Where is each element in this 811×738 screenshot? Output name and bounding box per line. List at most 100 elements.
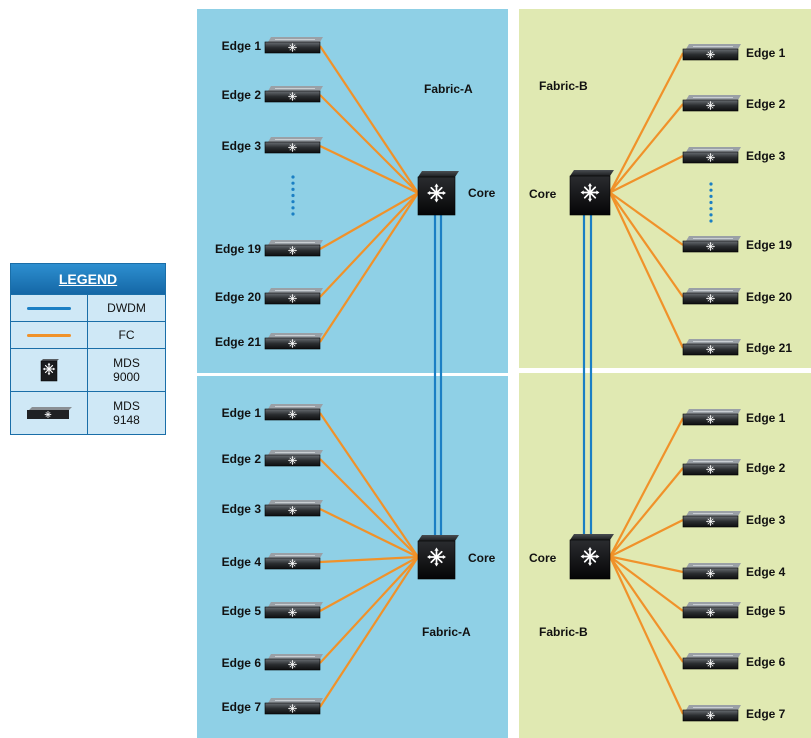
ellipsis-dots <box>709 182 713 223</box>
fc-link <box>609 555 684 663</box>
fc-link <box>609 155 684 194</box>
mds-9148-icon <box>682 653 741 670</box>
fc-link <box>609 103 684 194</box>
edge-switch-label: Edge 2 <box>222 88 262 102</box>
mds-9148-icon <box>682 44 741 61</box>
dwdm-line-swatch <box>11 295 88 321</box>
fc-link <box>319 555 419 564</box>
fabric-label: Fabric-B <box>539 79 588 93</box>
mds-9148-icon <box>264 654 323 671</box>
edge-switch-label: Edge 21 <box>746 341 792 355</box>
mds-9000-icon <box>569 170 614 216</box>
edge-switch-label: Edge 1 <box>746 411 786 425</box>
fc-link <box>319 94 419 194</box>
edge-switch-label: Edge 4 <box>222 555 262 569</box>
fc-links <box>319 45 684 715</box>
mds-9148-icon <box>264 288 323 305</box>
panel-fabric-b-top <box>519 9 811 368</box>
legend: LEGEND DWDM FC MDS 9000 MDS 9148 <box>10 263 166 435</box>
edge-switch-label: Edge 2 <box>746 461 786 475</box>
mds-9148-icon <box>264 698 323 715</box>
legend-label: MDS 9000 <box>113 356 140 384</box>
mds-9148-icon <box>682 511 741 528</box>
fc-line-swatch <box>11 322 88 348</box>
core-label: Core <box>468 186 496 200</box>
panel-fabric-a-bottom <box>197 376 508 738</box>
fc-link <box>609 52 684 194</box>
mds-9000-icon <box>417 535 459 580</box>
devices <box>264 37 741 722</box>
fc-link <box>609 519 684 558</box>
legend-row-mds-9000: MDS 9000 <box>11 348 165 391</box>
fc-link <box>319 556 419 612</box>
mds-9148-icon <box>682 563 741 580</box>
mds-9148-icon <box>682 409 741 426</box>
edge-switch-label: Edge 1 <box>222 39 262 53</box>
mds-9148-icon <box>264 333 323 350</box>
legend-label: MDS 9148 <box>113 399 140 427</box>
dwdm-links <box>433 215 593 537</box>
edge-switch-label: Edge 19 <box>215 242 261 256</box>
mds-9148-icon <box>682 705 741 722</box>
mds-9148-icon <box>682 459 741 476</box>
ellipsis-dots <box>291 175 295 216</box>
fc-link <box>319 508 419 558</box>
legend-title: LEGEND <box>11 264 165 294</box>
mds-9148-icon <box>264 86 323 103</box>
fabric-label: Fabric-B <box>539 625 588 639</box>
legend-label: DWDM <box>107 301 146 315</box>
mds-9148-icon <box>682 236 741 253</box>
fc-link <box>609 192 684 349</box>
legend-row-dwdm: DWDM <box>11 294 165 321</box>
fc-link <box>609 191 684 298</box>
edge-switch-label: Edge 6 <box>746 655 786 669</box>
fc-link <box>319 556 419 664</box>
core-label: Core <box>529 551 557 565</box>
fc-link <box>319 412 419 558</box>
panel-fabric-b-bottom <box>519 373 811 738</box>
fc-link <box>609 555 684 612</box>
fc-link <box>319 145 419 194</box>
legend-row-mds-9148: MDS 9148 <box>11 391 165 434</box>
mds-9148-icon <box>264 450 323 467</box>
edge-switch-label: Edge 1 <box>222 406 262 420</box>
edge-switch-label: Edge 6 <box>222 656 262 670</box>
fabric-label: Fabric-A <box>422 625 471 639</box>
fc-link <box>319 192 419 298</box>
edge-switch-label: Edge 19 <box>746 238 792 252</box>
mds-9148-icon <box>264 137 323 154</box>
fc-link <box>319 192 419 250</box>
edge-switch-label: Edge 2 <box>746 97 786 111</box>
mds-9148-icon <box>264 553 323 570</box>
mds-9148-icon <box>682 602 741 619</box>
edge-switch-label: Edge 21 <box>215 335 261 349</box>
fc-link <box>319 192 419 343</box>
edge-switch-label: Edge 7 <box>222 700 262 714</box>
panel-fabric-a-top <box>197 9 508 373</box>
edge-switch-label: Edge 1 <box>746 46 786 60</box>
fc-link <box>609 191 684 246</box>
mds-9148-icon <box>264 404 323 421</box>
fabric-label: Fabric-A <box>424 82 473 96</box>
fc-link <box>609 555 684 574</box>
mds-9148-icon <box>264 602 323 619</box>
core-label: Core <box>529 187 557 201</box>
fc-link <box>319 556 419 708</box>
mds-9000-icon <box>417 171 459 216</box>
mds-9148-icon <box>264 240 323 257</box>
mds-9000-icon <box>11 349 88 391</box>
mds-9148-icon <box>682 147 741 164</box>
core-label: Core <box>468 551 496 565</box>
mds-9148-icon <box>682 288 741 305</box>
edge-switch-label: Edge 3 <box>222 502 262 516</box>
fc-link <box>609 467 684 558</box>
edge-switch-label: Edge 5 <box>746 604 786 618</box>
fc-link <box>609 417 684 558</box>
edge-switch-label: Edge 20 <box>746 290 792 304</box>
fc-link <box>609 556 684 715</box>
edge-switch-label: Edge 3 <box>746 513 786 527</box>
mds-9148-icon <box>264 500 323 517</box>
fc-link <box>319 45 419 194</box>
edge-switch-label: Edge 7 <box>746 707 786 721</box>
